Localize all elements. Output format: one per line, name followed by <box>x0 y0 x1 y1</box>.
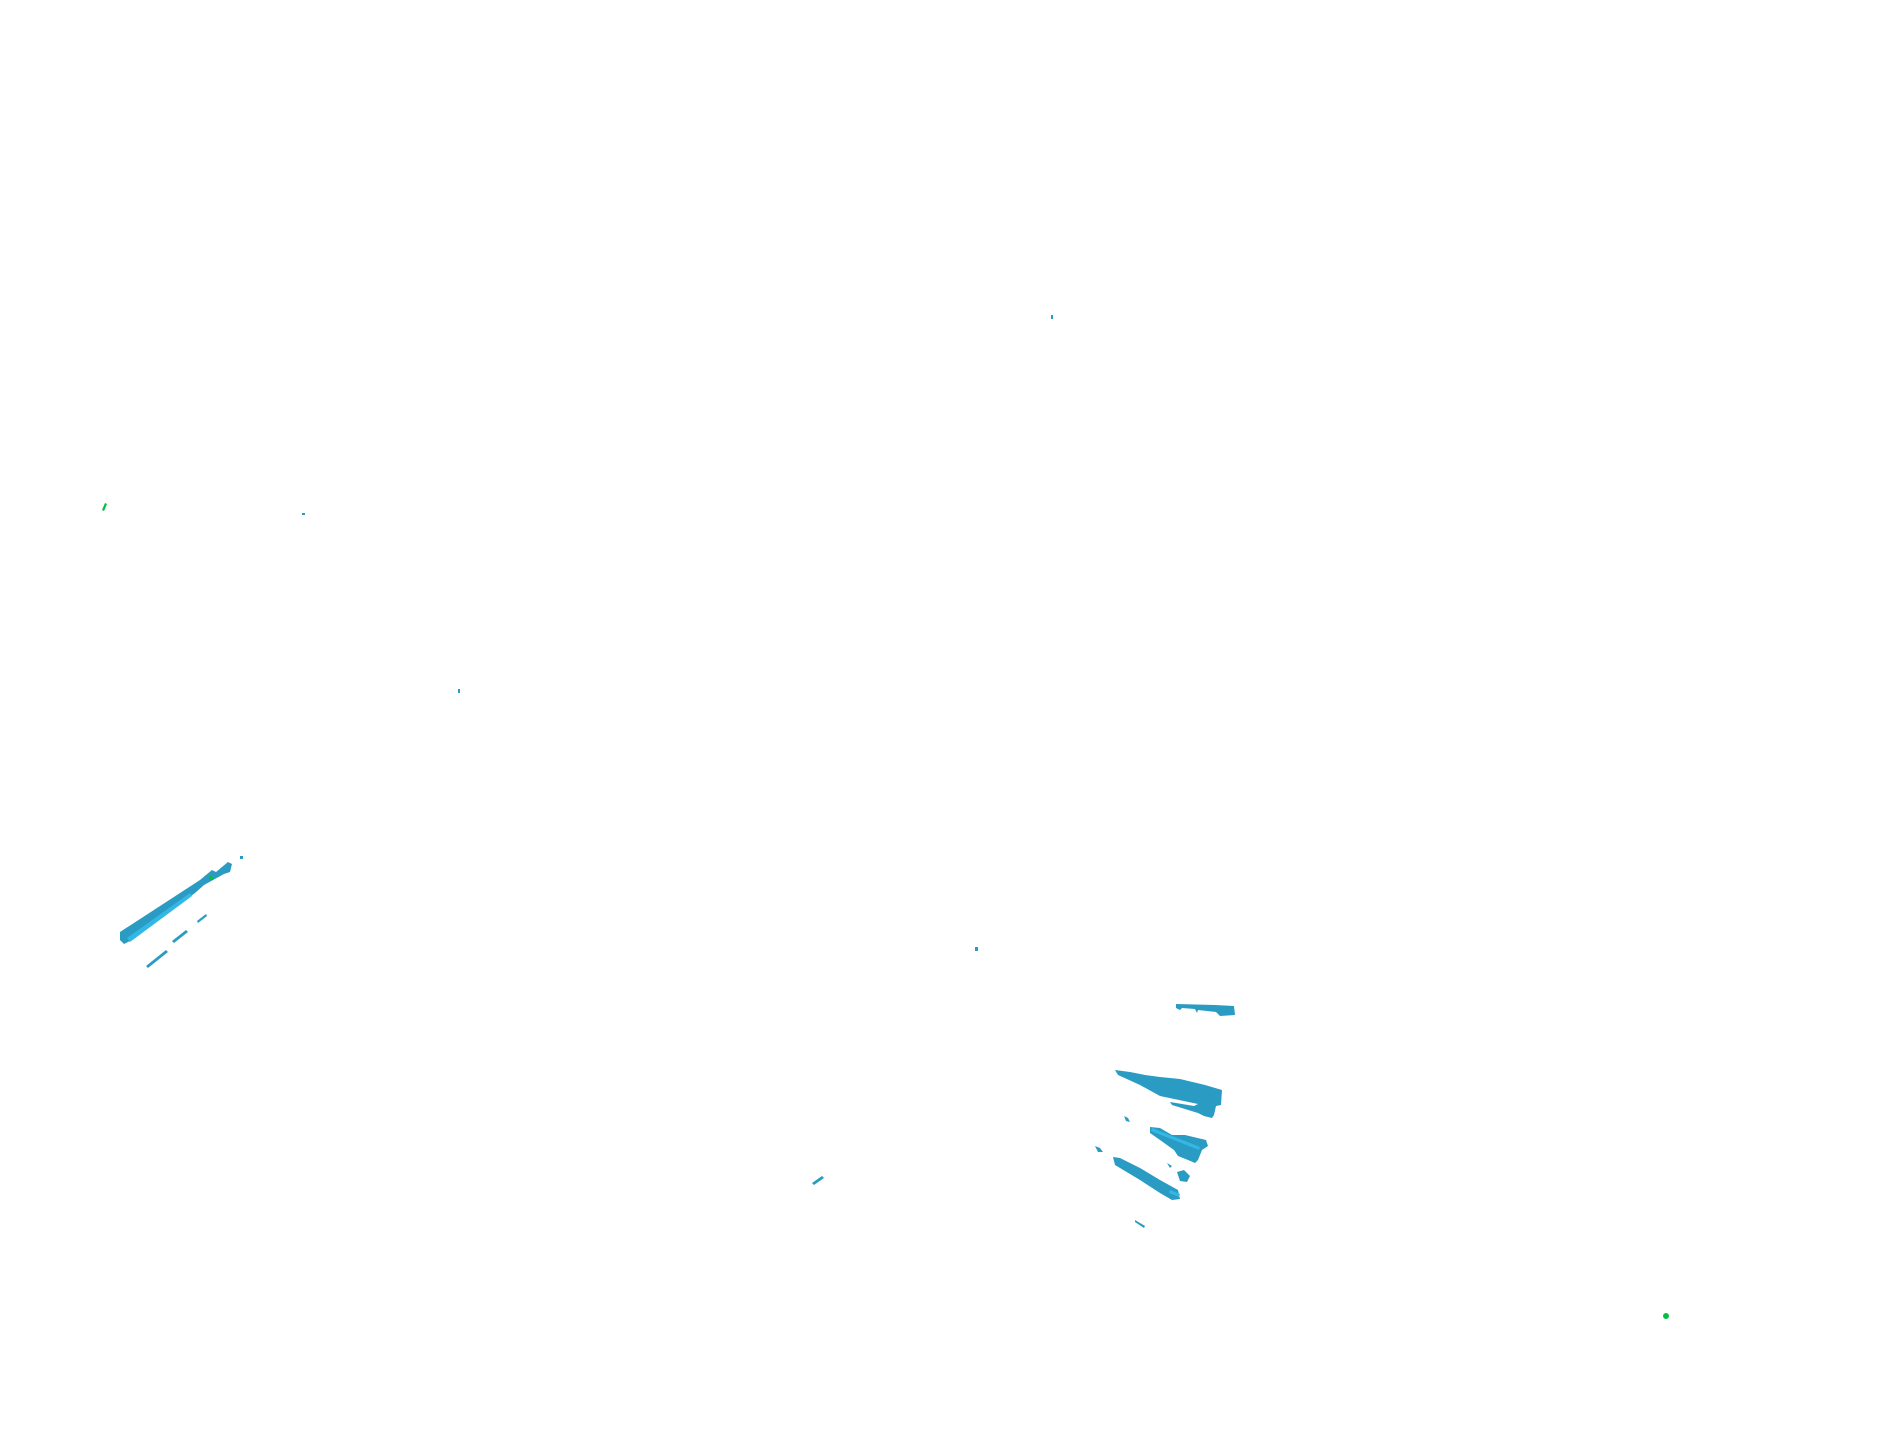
lower-bar-highlight <box>1169 1190 1180 1197</box>
small-blob-fragment <box>1177 1170 1190 1182</box>
marker-dot <box>209 876 213 880</box>
green-speck <box>102 503 107 511</box>
right-fragment-cluster <box>1095 1004 1235 1228</box>
left-fragment-cluster <box>120 856 243 968</box>
tube-highlight <box>127 893 192 942</box>
slash-fragment <box>812 1176 824 1185</box>
speck <box>302 513 305 515</box>
speck <box>1051 315 1053 319</box>
large-bar-fragment <box>1115 1070 1222 1118</box>
speck <box>458 689 460 693</box>
green-speck <box>1663 1313 1669 1319</box>
isolated-specks <box>102 315 1669 1319</box>
lower-bar-fragment <box>1113 1157 1180 1200</box>
thin-fragment <box>146 914 207 968</box>
top-bar-fragment <box>1176 1004 1235 1016</box>
middle-bar-highlight <box>1151 1128 1200 1150</box>
speck <box>240 856 243 859</box>
speck <box>975 947 978 951</box>
